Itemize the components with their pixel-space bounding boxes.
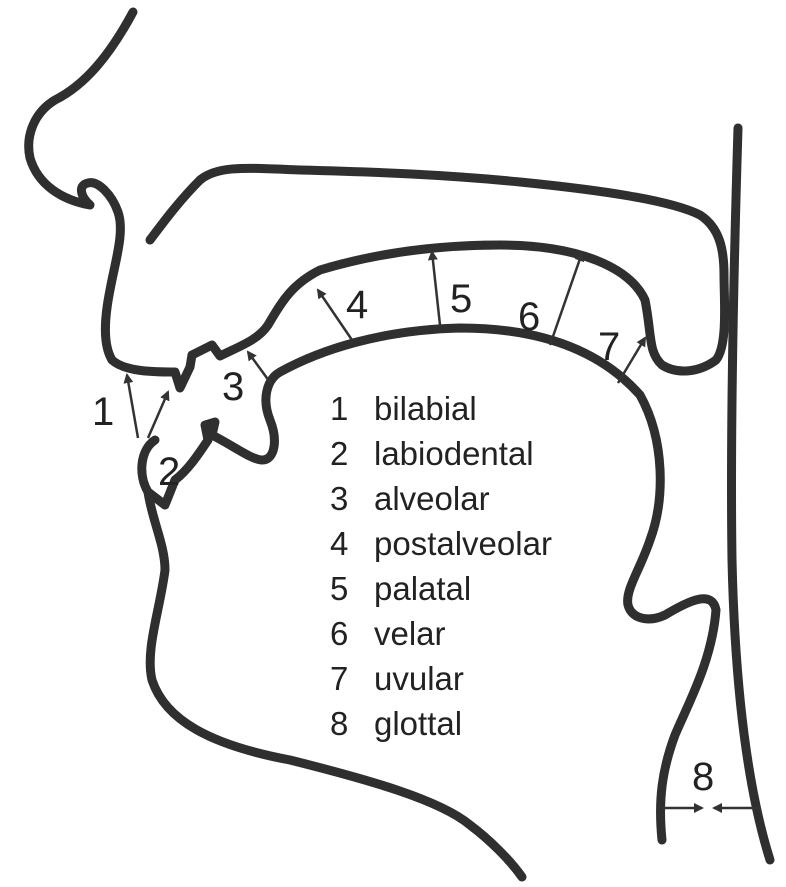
pharynx-back-wall bbox=[731, 128, 770, 860]
arrow-3 bbox=[248, 352, 272, 385]
legend-number: 5 bbox=[330, 570, 348, 607]
arrow-1a bbox=[127, 375, 138, 438]
legend-label-bilabial: bilabial bbox=[374, 390, 477, 427]
place-number-6: 6 bbox=[518, 295, 540, 339]
legend-number: 7 bbox=[330, 660, 348, 697]
nose-upper-lip-outline bbox=[29, 12, 192, 388]
legend-number: 1 bbox=[330, 390, 348, 427]
legend-number: 8 bbox=[330, 705, 348, 742]
legend-label-alveolar: alveolar bbox=[374, 480, 490, 517]
legend: 1 bilabial 2 labiodental 3 alveolar 4 po… bbox=[330, 390, 552, 742]
place-number-2: 2 bbox=[158, 450, 180, 494]
arrow-7 bbox=[618, 338, 645, 383]
place-number-7: 7 bbox=[598, 325, 620, 369]
legend-number: 6 bbox=[330, 615, 348, 652]
legend-number: 3 bbox=[330, 480, 348, 517]
legend-label-palatal: palatal bbox=[374, 570, 471, 607]
nasal-cavity-outline bbox=[150, 168, 724, 275]
legend-label-labiodental: labiodental bbox=[374, 435, 534, 472]
place-number-3: 3 bbox=[222, 365, 244, 409]
legend-label-velar: velar bbox=[374, 615, 446, 652]
arrow-1b bbox=[148, 392, 168, 438]
legend-number: 4 bbox=[330, 525, 348, 562]
place-number-8: 8 bbox=[692, 755, 714, 799]
legend-label-glottal: glottal bbox=[374, 705, 462, 742]
arrow-5 bbox=[432, 252, 440, 325]
place-number-1: 1 bbox=[92, 390, 114, 434]
arrow-6 bbox=[550, 253, 582, 345]
legend-label-postalveolar: postalveolar bbox=[374, 525, 552, 562]
place-number-4: 4 bbox=[346, 283, 368, 327]
legend-label-uvular: uvular bbox=[374, 660, 464, 697]
place-number-5: 5 bbox=[450, 277, 472, 321]
legend-number: 2 bbox=[330, 435, 348, 472]
